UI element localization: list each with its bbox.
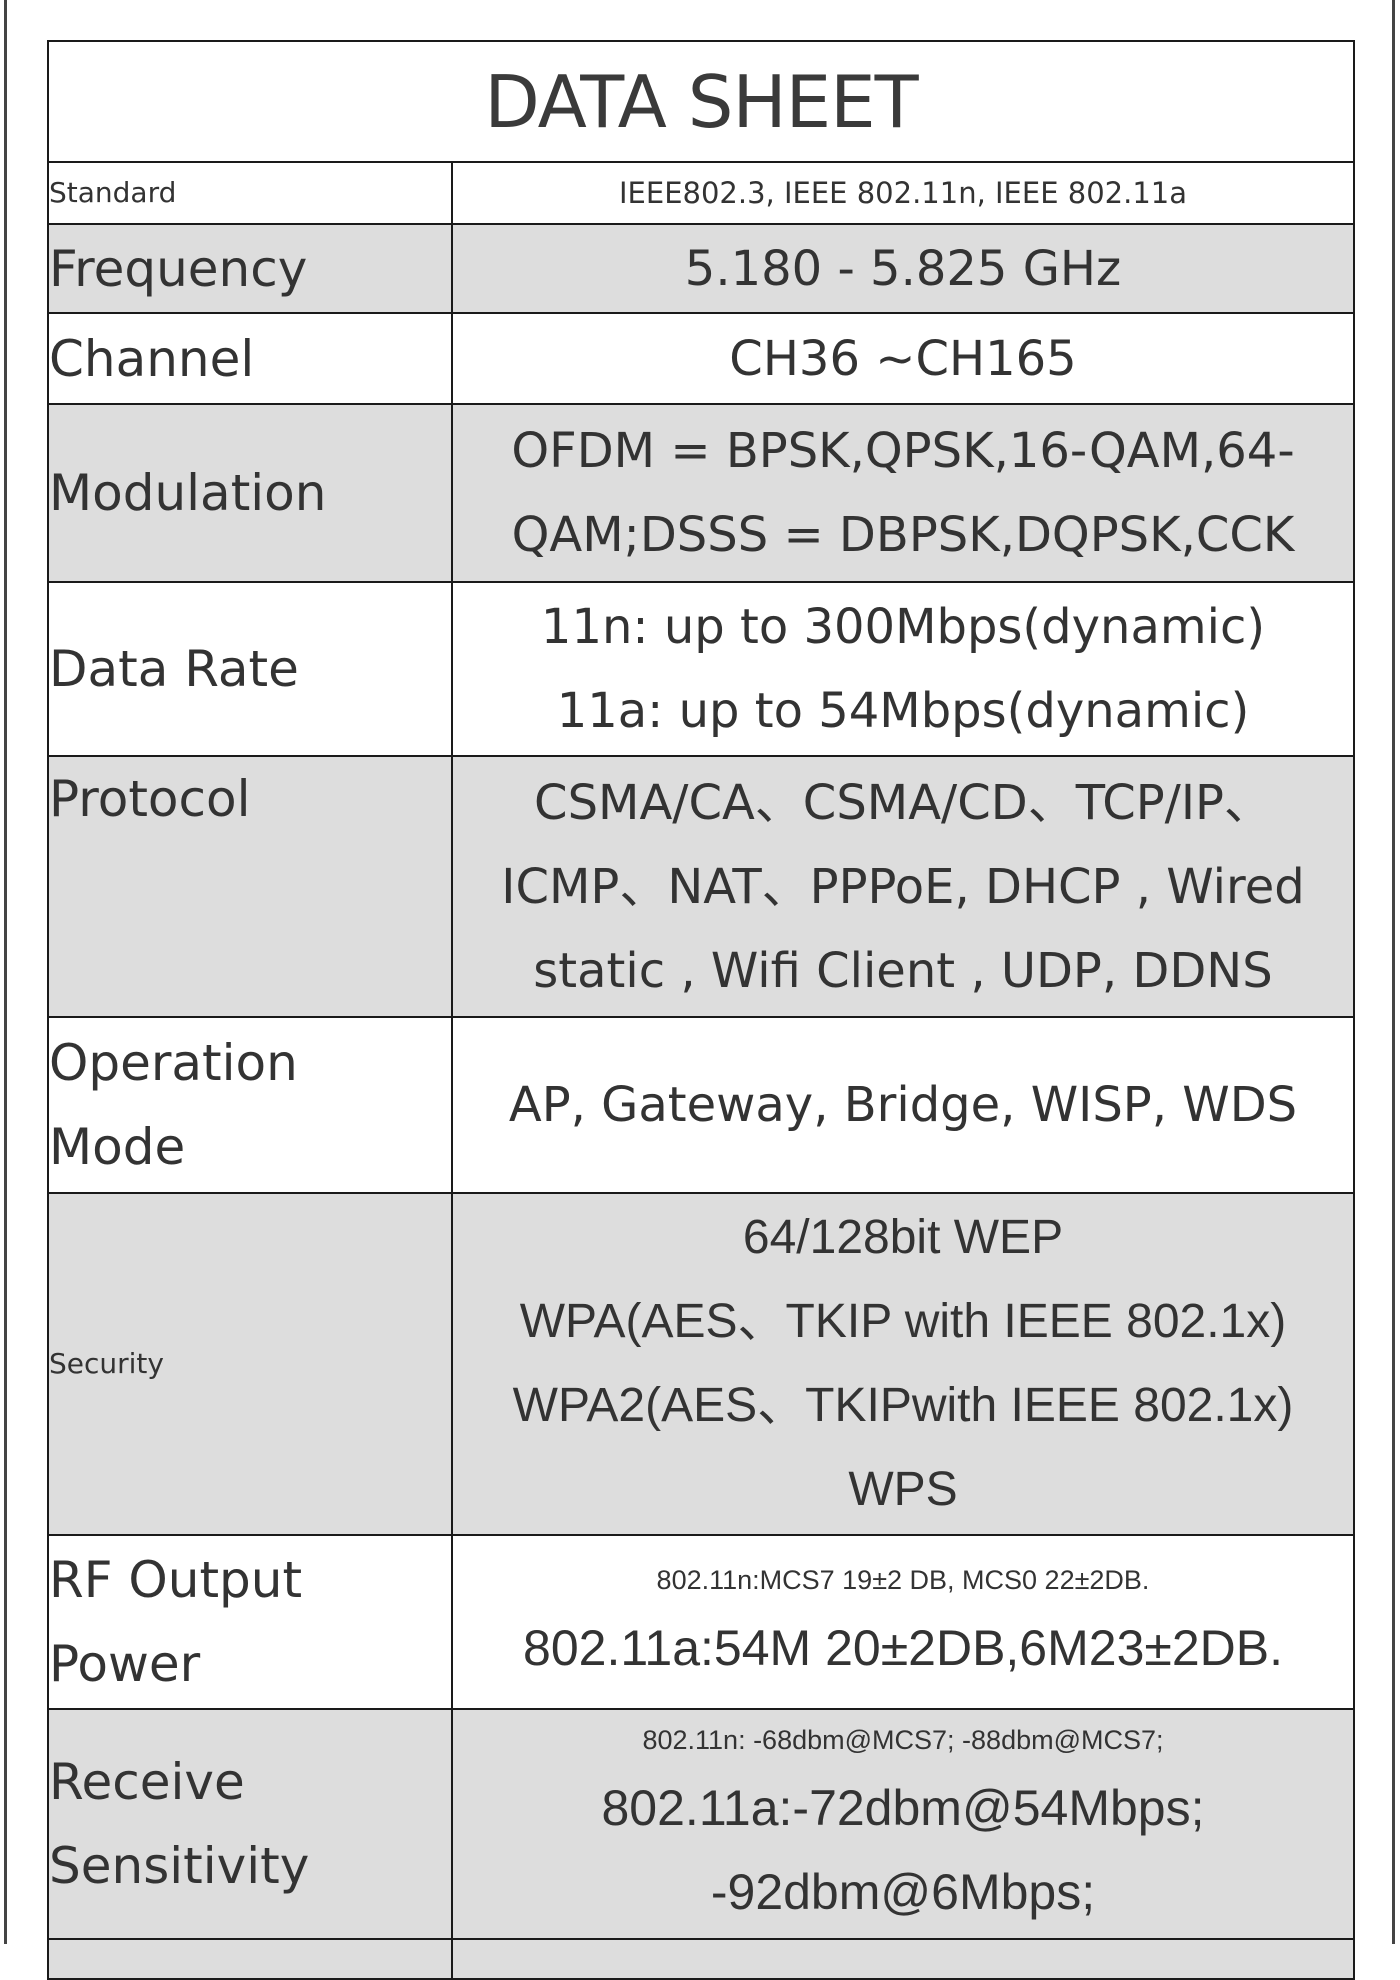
receive-sensitivity-line-small: 802.11n: -68dbm@MCS7; -88dbm@MCS7; (642, 1725, 1164, 1755)
operation-mode-value: AP, Gateway, Bridge, WISP, WDS (451, 1016, 1355, 1194)
left-border-line (4, 0, 7, 1944)
receive-sensitivity-label: Receive Sensitivity (47, 1708, 453, 1940)
frequency-label: Frequency (47, 223, 453, 314)
rf-output-power-value: 802.11n:MCS7 19±2 DB, MCS0 22±2DB. 802.1… (451, 1534, 1355, 1710)
security-line: 64/128bit WEP (742, 1211, 1064, 1264)
protocol-line: static , Wifi Client , UDP, DDNS (533, 942, 1273, 999)
data-rate-line: 11a: up to 54Mbps(dynamic) (556, 683, 1250, 739)
channel-value: CH36 ~CH165 (451, 312, 1355, 405)
cut-off-label-cell (47, 1938, 453, 1980)
data-sheet-table: DATA SHEET Standard IEEE802.3, IEEE 802.… (47, 40, 1355, 1980)
receive-sensitivity-value: 802.11n: -68dbm@MCS7; -88dbm@MCS7; 802.1… (451, 1708, 1355, 1940)
modulation-line: OFDM = BPSK,QPSK,16-QAM,64- (511, 423, 1295, 479)
row-protocol: Protocol CSMA/CA、CSMA/CD、TCP/IP、 ICMP、NA… (47, 755, 1355, 1018)
right-border-line (1392, 0, 1395, 1944)
security-line: WPA(AES、TKIP with IEEE 802.1x) (519, 1295, 1287, 1348)
standard-label: Standard (47, 161, 453, 225)
operation-mode-label-line: Operation (49, 1034, 298, 1092)
row-operation-mode: Operation Mode AP, Gateway, Bridge, WISP… (47, 1016, 1355, 1194)
frequency-value: 5.180 - 5.825 GHz (451, 223, 1355, 314)
receive-sensitivity-line-big: 802.11a:-72dbm@54Mbps; (601, 1780, 1205, 1836)
data-rate-label: Data Rate (47, 581, 453, 757)
security-value: 64/128bit WEP WPA(AES、TKIP with IEEE 802… (451, 1192, 1355, 1536)
protocol-value: CSMA/CA、CSMA/CD、TCP/IP、 ICMP、NAT、PPPoE, … (451, 755, 1355, 1018)
protocol-line: CSMA/CA、CSMA/CD、TCP/IP、 (534, 774, 1272, 831)
cut-off-value-cell (451, 1938, 1355, 1980)
row-standard: Standard IEEE802.3, IEEE 802.11n, IEEE 8… (47, 161, 1355, 225)
modulation-value: OFDM = BPSK,QPSK,16-QAM,64- QAM;DSSS = D… (451, 403, 1355, 583)
operation-mode-label: Operation Mode (47, 1016, 453, 1194)
rf-output-power-line-small: 802.11n:MCS7 19±2 DB, MCS0 22±2DB. (656, 1565, 1150, 1595)
receive-sensitivity-line-big: -92dbm@6Mbps; (710, 1864, 1096, 1920)
row-rf-output-power: RF Output Power 802.11n:MCS7 19±2 DB, MC… (47, 1534, 1355, 1710)
modulation-label: Modulation (47, 403, 453, 583)
rf-output-power-label-line: RF Output (49, 1551, 303, 1609)
security-line: WPA2(AES、TKIPwith IEEE 802.1x) (512, 1379, 1294, 1432)
title-row: DATA SHEET (47, 40, 1355, 163)
row-modulation: Modulation OFDM = BPSK,QPSK,16-QAM,64- Q… (47, 403, 1355, 583)
row-cut-off (47, 1938, 1355, 1980)
security-label: Security (47, 1192, 453, 1536)
protocol-label: Protocol (47, 755, 453, 1018)
rf-output-power-label-line: Power (49, 1635, 201, 1693)
channel-label: Channel (47, 312, 453, 405)
protocol-line: ICMP、NAT、PPPoE, DHCP , Wired (501, 858, 1305, 915)
data-sheet-title: DATA SHEET (47, 40, 1355, 163)
data-rate-line: 11n: up to 300Mbps(dynamic) (540, 599, 1266, 655)
receive-sensitivity-label-line: Receive (49, 1753, 245, 1811)
rf-output-power-line-big: 802.11a:54M 20±2DB,6M23±2DB. (523, 1620, 1283, 1676)
receive-sensitivity-label-line: Sensitivity (49, 1837, 310, 1895)
row-frequency: Frequency 5.180 - 5.825 GHz (47, 223, 1355, 314)
row-channel: Channel CH36 ~CH165 (47, 312, 1355, 405)
operation-mode-label-line: Mode (49, 1118, 186, 1176)
security-line: WPS (848, 1463, 958, 1516)
row-data-rate: Data Rate 11n: up to 300Mbps(dynamic) 11… (47, 581, 1355, 757)
row-receive-sensitivity: Receive Sensitivity 802.11n: -68dbm@MCS7… (47, 1708, 1355, 1940)
rf-output-power-label: RF Output Power (47, 1534, 453, 1710)
standard-value: IEEE802.3, IEEE 802.11n, IEEE 802.11a (451, 161, 1355, 225)
data-rate-value: 11n: up to 300Mbps(dynamic) 11a: up to 5… (451, 581, 1355, 757)
modulation-line: QAM;DSSS = DBPSK,DQPSK,CCK (511, 507, 1295, 563)
row-security: Security 64/128bit WEP WPA(AES、TKIP with… (47, 1192, 1355, 1536)
